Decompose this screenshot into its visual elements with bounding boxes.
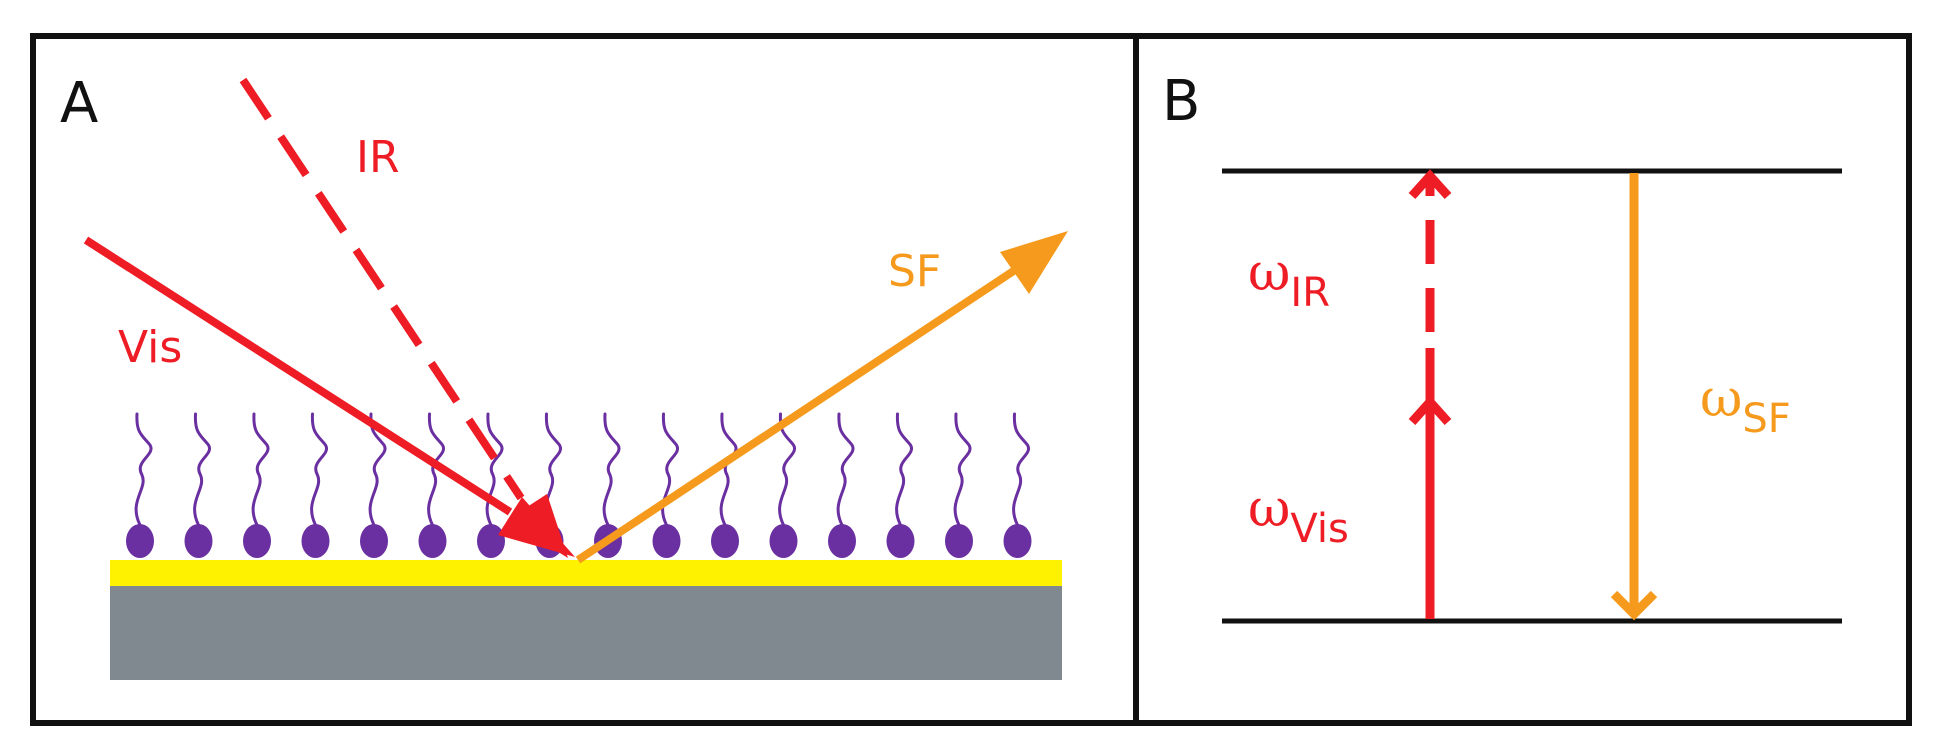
molecule-head [360,524,388,558]
molecule-tail [778,412,797,527]
molecular-monolayer [126,412,1032,558]
sf-arrowhead [1000,231,1068,294]
substrate [110,584,1062,680]
ir-label: IR [356,132,400,183]
sf-transition-head [1610,590,1658,621]
surfactant-molecule [711,412,739,558]
vis-beam-line [83,236,513,516]
molecule-tail [661,412,680,527]
molecule-head [126,524,154,558]
molecule-tail [251,412,270,527]
molecule-head [477,524,505,558]
molecule-head [828,524,856,558]
omega-ir-symbol: ω [1248,243,1290,303]
surfactant-molecule [243,412,271,558]
figure-frame [30,33,1912,726]
omega-vis-subscript: Vis [1290,506,1348,552]
surfactant-molecule [828,412,856,558]
omega-vis-symbol: ω [1248,479,1290,539]
molecule-head [301,524,330,558]
surfactant-molecule [1003,412,1032,558]
molecule-head [769,524,798,558]
vis-label: Vis [118,322,182,373]
vis-arrowhead [498,497,575,557]
omega-ir-label: ωIR [1248,243,1330,316]
omega-sf-subscript: SF [1742,396,1790,442]
vis-beam [83,236,575,557]
molecule-tail [953,412,972,527]
molecule-head [945,524,973,558]
omega-ir-subscript: IR [1290,270,1330,316]
ir-beam [239,77,568,558]
surfactant-molecule [769,412,798,558]
surfactant-molecule [418,412,447,558]
molecule-tail [719,412,738,527]
sf-label: SF [888,246,941,297]
ir-transition-arrow [1408,169,1452,332]
molecule-head [243,524,271,558]
omega-sf-label: ωSF [1700,369,1791,442]
surfactant-molecule [184,412,213,558]
molecule-head [652,524,681,558]
molecule-tail [602,412,621,527]
vis-transition-head [1408,395,1452,426]
surfactant-molecule [126,412,154,558]
ir-beam-line [239,77,525,501]
panel-b: B ωIR ωVis ωSF [1162,69,1842,624]
surfactant-molecule [886,412,915,558]
molecule-head [711,524,739,558]
surfactant-molecule [301,412,330,558]
panel-a: A IR Vis SF [60,71,1068,680]
ir-transition-head [1408,169,1452,200]
omega-vis-label: ωVis [1248,479,1349,552]
vis-transition-arrow [1408,348,1452,619]
sf-beam [575,231,1068,564]
molecule-tail [310,412,329,527]
molecule-tail [1012,412,1031,527]
sf-transition-arrow [1610,173,1658,621]
molecule-tail [134,412,153,527]
sf-beam-line [575,266,1018,564]
surfactant-molecule [945,412,973,558]
omega-sf-symbol: ω [1700,369,1742,429]
panel-a-letter: A [60,71,98,136]
surfactant-molecule [360,412,388,558]
molecule-head [184,524,213,558]
molecule-tail [368,412,387,527]
molecule-head [418,524,447,558]
molecule-tail [895,412,914,527]
gold-layer [110,560,1062,586]
surfactant-molecule [652,412,681,558]
panel-b-letter: B [1162,69,1200,134]
molecule-head [886,524,915,558]
molecule-tail [193,412,212,527]
molecule-head [1003,524,1032,558]
molecule-tail [836,412,855,527]
